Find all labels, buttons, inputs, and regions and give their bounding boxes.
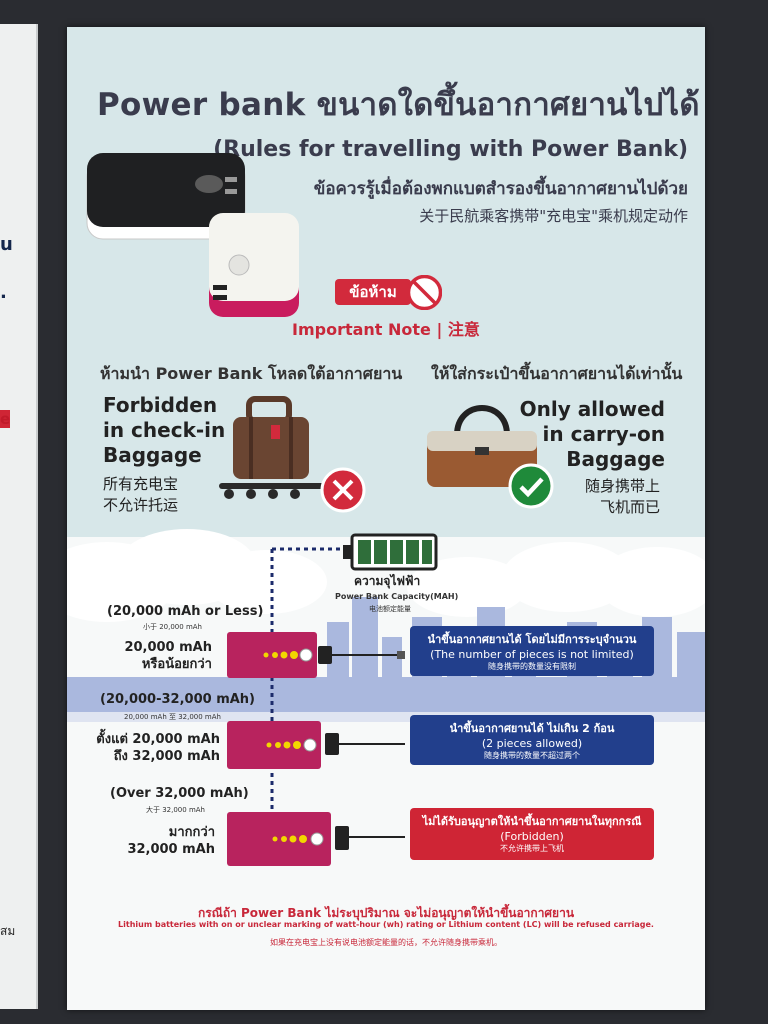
neighbor-text-fragment: สม [0,924,16,938]
rule-sub: 小于 20,000 mAh [143,623,202,631]
allowed-text: Only allowed in carry-on Baggage [519,397,665,471]
title-thai: ข้อควรรู้เมื่อต้องพกแบตสำรองขึ้นอากาศยาน… [313,179,688,199]
title-chinese: 关于民航乘客携带"充电宝"乘机规定动作 [419,207,688,225]
neighbor-poster: u . e สม [0,24,38,1009]
title-english: (Rules for travelling with Power Bank) [213,137,688,162]
footer-thai: กรณีถ้า Power Bank ไม่ระบุปริมาณ จะไม่อน… [197,906,575,920]
forbidden-text: Forbidden in check-in Baggage [103,393,226,467]
power-bank-icon [227,721,405,769]
rule-sub: 20,000 mAh 至 32,000 mAh [124,713,221,721]
prohibited-badge: ข้อห้าม [335,275,442,310]
rule-sub: 大于 32,000 mAh [146,806,205,814]
capacity-label-chinese: 电池额定能量 [369,605,411,613]
neighbor-text-fragment: u [0,234,13,255]
rule-heading: (20,000 mAh or Less) [107,604,264,619]
battery-icon [343,533,438,571]
handbag-icon [427,405,537,487]
power-bank-icon [86,153,299,317]
footer-chinese: 如果在充电宝上没有说电池额定能量的话，不允许随身携带乘机。 [270,938,502,947]
rule-thai: มากกว่า 32,000 mAh [127,825,215,857]
capacity-label-thai: ความจุไฟฟ้า [354,574,421,588]
neighbor-text-fragment: . [0,282,7,303]
no-sign-icon [407,275,442,310]
rule-heading: (Over 32,000 mAh) [110,786,249,801]
check-icon [508,463,554,509]
power-bank-icon [227,632,405,678]
rule-thai: ตั้งแต่ 20,000 mAh ถึง 32,000 mAh [96,732,220,764]
rule-message: นำขึ้นอากาศยานได้ โดยไม่มีการระบุจำนวน (… [410,626,654,676]
allowed-text-chinese: 随身携带上 飞机而已 [584,477,660,516]
dotted-guide-line [270,547,342,815]
important-note: Important Note | 注意 [292,320,480,339]
ground-strip [67,712,705,722]
footer-english: Lithium batteries with on or unclear mar… [118,920,654,929]
rule-message: ไม่ได้รับอนุญาตให้นำขึ้นอากาศยานในทุกกรณ… [410,808,654,860]
prohibited-label: ข้อห้าม [335,279,411,305]
cross-icon [320,467,366,513]
rule-message: นำขึ้นอากาศยานได้ ไม่เกิน 2 ก้อน (2 piec… [410,715,654,765]
luggage-conveyor-icon [219,396,331,499]
power-bank-poster: Power bank ขนาดใดขึ้นอากาศยานไปได้ (Rule… [67,27,705,1010]
forbidden-heading: ห้ามนำ Power Bank โหลดใต้อากาศยาน [100,364,403,383]
neighbor-text-fragment: e [0,410,11,428]
capacity-label: Power Bank Capacity(MAH) [335,592,459,601]
forbidden-text-chinese: 所有充电宝 不允许托运 [103,475,179,514]
power-bank-icon [227,812,405,866]
rule-thai: 20,000 mAh หรือน้อยกว่า [124,640,212,672]
page-title: Power bank ขนาดใดขึ้นอากาศยานไปได้ [97,87,700,123]
rule-heading: (20,000-32,000 mAh) [100,692,255,707]
lower-panel [67,537,705,1010]
allowed-heading: ให้ใส่กระเป๋าขึ้นอากาศยานได้เท่านั้น [431,364,683,383]
